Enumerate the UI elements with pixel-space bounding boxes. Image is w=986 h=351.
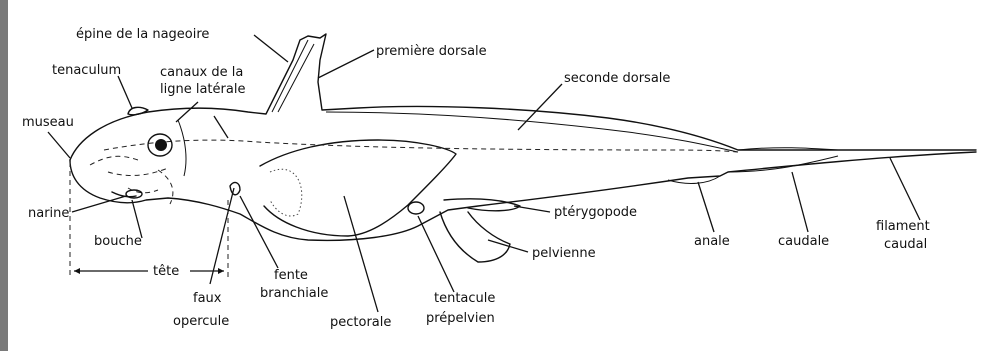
label-pectorale: pectorale	[330, 315, 391, 330]
label-faux-2: opercule	[173, 314, 229, 329]
label-tenaculum: tenaculum	[52, 63, 121, 78]
label-epine: épine de la nageoire	[76, 27, 209, 42]
caudal-lower	[728, 156, 838, 172]
label-caudale: caudale	[778, 234, 829, 249]
label-pterygopode: ptérygopode	[554, 205, 637, 220]
label-fente-2: branchiale	[260, 286, 328, 301]
label-canaux-1: canaux de la	[160, 65, 243, 80]
label-museau: museau	[22, 115, 74, 130]
diagram-frame: épine de la nageoire première dorsale te…	[8, 0, 986, 351]
label-tentacule-2: prépelvien	[426, 311, 495, 326]
pectoral-base-dots	[270, 169, 302, 216]
dorsal-profile	[70, 34, 976, 160]
lateral-line-canal	[104, 140, 738, 152]
label-seconde-dorsale: seconde dorsale	[564, 71, 670, 86]
chimera-anatomy-diagram: épine de la nageoire première dorsale te…	[8, 0, 986, 351]
label-pelvienne: pelvienne	[532, 246, 596, 261]
label-fente-1: fente	[274, 268, 308, 283]
tentacle-shape	[408, 202, 424, 214]
head-measure	[70, 162, 228, 278]
gill-slit	[230, 183, 240, 195]
pelvic-fin	[440, 212, 510, 262]
label-bouche: bouche	[94, 234, 142, 249]
eye-pupil	[155, 139, 167, 151]
second-dorsal-line	[326, 112, 738, 152]
label-premiere-dorsale: première dorsale	[376, 44, 487, 59]
ventral-profile	[70, 152, 976, 240]
label-tete: tête	[153, 264, 179, 279]
label-faux-1: faux	[193, 291, 222, 306]
label-filament-2: caudal	[884, 237, 927, 252]
label-filament-1: filament	[876, 219, 930, 234]
first-dorsal-fin	[272, 40, 314, 112]
label-canaux-2: ligne latérale	[160, 82, 245, 97]
label-tentacule-1: tentacule	[434, 291, 495, 306]
label-narine: narine	[28, 206, 69, 221]
head-ridge	[178, 120, 186, 176]
label-anale: anale	[694, 234, 730, 249]
